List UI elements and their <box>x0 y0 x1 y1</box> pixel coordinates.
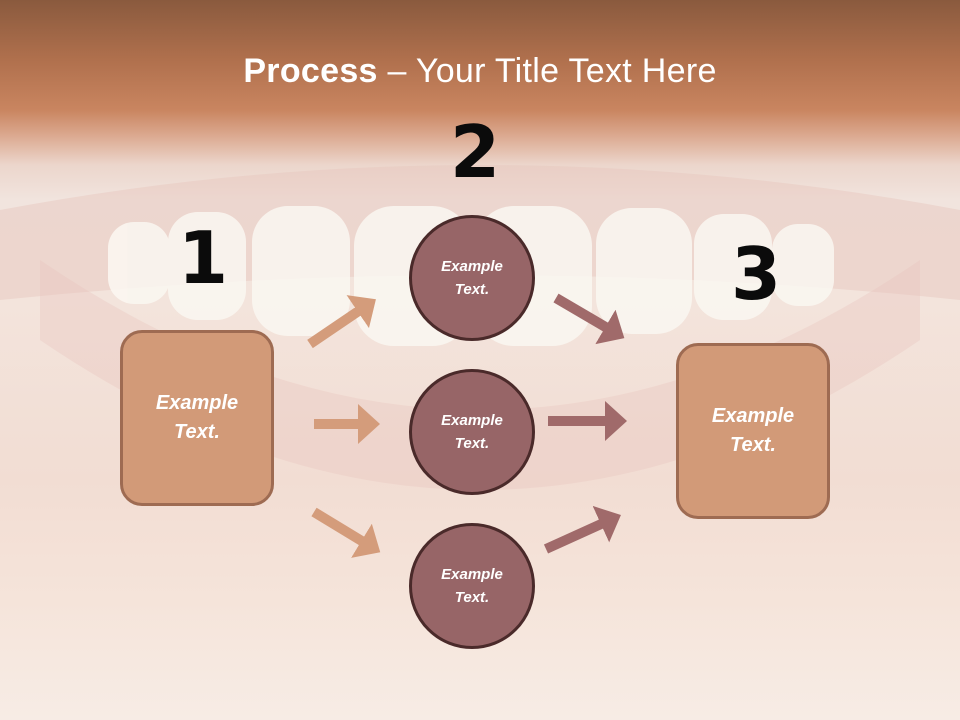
end-box-label: Example Text. <box>711 405 795 456</box>
title-rest: – Your Title Text Here <box>377 52 717 90</box>
title-bold: Process <box>243 52 378 90</box>
circle-middle-label: Example Text. <box>441 412 503 452</box>
step-number-3: 3 <box>731 232 782 316</box>
circle-bottom: Example Text. <box>409 523 535 649</box>
step-number-1: 1 <box>178 216 229 300</box>
circle-bottom-label: Example Text. <box>441 566 503 606</box>
slide-title: Process – Your Title Text Here <box>0 52 960 91</box>
arrow-right-down <box>553 293 625 345</box>
circle-top: Example Text. <box>409 215 535 341</box>
arrow-left-down <box>311 507 381 558</box>
arrow-left-up <box>307 295 376 349</box>
circle-middle: Example Text. <box>409 369 535 495</box>
end-box: Example Text. <box>676 343 830 519</box>
start-box: Example Text. <box>120 330 274 506</box>
circle-top-label: Example Text. <box>441 258 503 298</box>
arrow-right-up <box>543 505 621 554</box>
step-number-2: 2 <box>450 110 501 194</box>
start-box-label: Example Text. <box>155 392 239 443</box>
